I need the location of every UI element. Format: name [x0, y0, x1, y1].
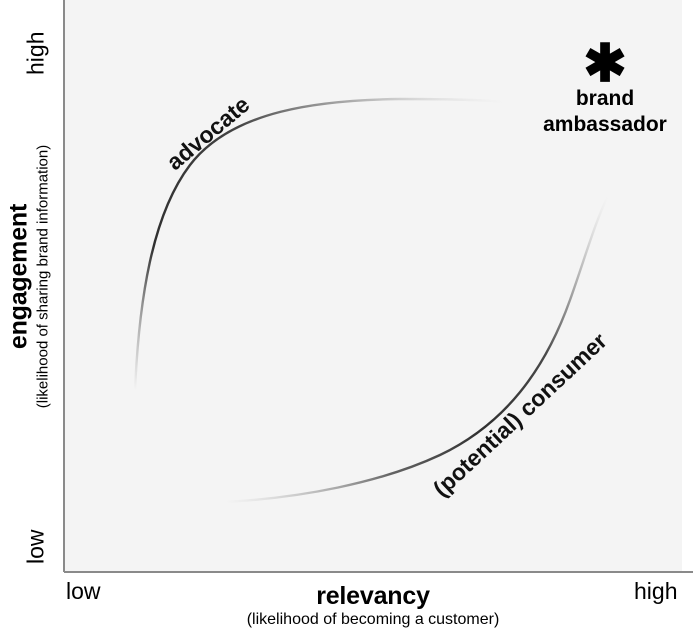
y-axis-title-sub: (likelihood of sharing brand information…: [34, 144, 52, 409]
y-axis-title: engagement (likelihood of sharing brand …: [5, 112, 52, 442]
x-axis-title-main: relevancy: [316, 582, 430, 610]
x-axis-title: relevancy (likelihood of becoming a cust…: [64, 582, 682, 629]
x-axis-line: [64, 571, 693, 573]
brand-ambassador-line1: brand: [575, 87, 635, 110]
x-axis-tick-high: high: [634, 578, 678, 604]
y-axis-line: [63, 0, 65, 572]
x-axis-tick-low: low: [66, 578, 101, 604]
x-axis-title-sub: (likelihood of becoming a customer): [246, 611, 500, 628]
y-axis-title-main: engagement: [4, 203, 33, 350]
y-axis-tick-low: low: [22, 529, 49, 565]
y-axis-tick-high: high: [22, 31, 49, 75]
asterisk-star-icon: ✱: [583, 35, 627, 93]
brand-ambassador-annotation: ✱ brand ambassador: [521, 35, 689, 138]
brand-ambassador-line2: ambassador: [543, 113, 667, 136]
